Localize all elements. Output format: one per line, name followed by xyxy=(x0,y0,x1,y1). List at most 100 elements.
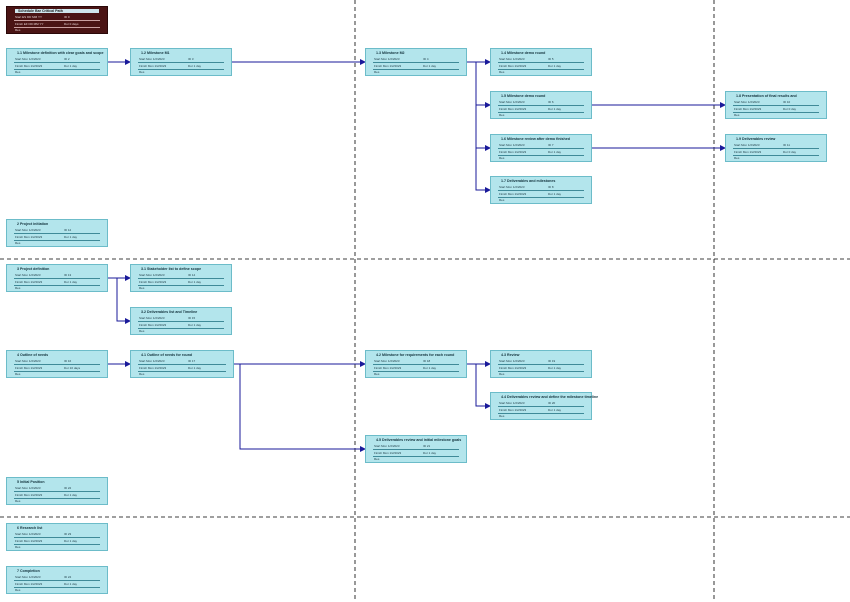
resource-label: Res xyxy=(15,70,21,74)
duration: Dur 1 day xyxy=(548,408,562,412)
node-title: 1.4 Milestone demo round xyxy=(501,51,546,55)
duration: Dur 0 days xyxy=(64,22,79,26)
duration: Dur 0 day xyxy=(783,150,797,154)
finish-date: Finish Mon 1/2/2023 xyxy=(499,192,527,196)
start-date: Start Mon 1/2/2023 xyxy=(499,185,525,189)
task-id: ID 17 xyxy=(188,359,196,363)
finish-date: Finish EF DD MM YY xyxy=(15,22,44,26)
task-node[interactable]: 4.5 Deliverables review and initial mile… xyxy=(365,435,467,463)
node-title: 3 Project definition xyxy=(17,267,50,271)
dependency-arrow xyxy=(467,61,491,193)
node-title: 6 Research list xyxy=(17,526,43,530)
node-title: 1.9 Deliverables review xyxy=(736,137,776,141)
dependency-arrow xyxy=(467,363,491,409)
node-title: 1.2 Milestone M1 xyxy=(141,51,170,55)
start-date: Start Mon 1/2/2023 xyxy=(15,228,41,232)
duration: Dur 0 day xyxy=(783,107,797,111)
task-node[interactable]: 1.6 Milestone review after demo finished… xyxy=(490,134,592,162)
resource-label: Res xyxy=(499,70,505,74)
task-id: ID 18 xyxy=(423,359,431,363)
task-id: ID 23 xyxy=(64,532,72,536)
task-id: ID 21 xyxy=(423,444,431,448)
finish-date: Finish Mon 1/2/2023 xyxy=(499,408,527,412)
task-id: ID 0 xyxy=(64,15,70,19)
finish-date: Finish Mon 1/2/2023 xyxy=(374,366,402,370)
resource-label: Res xyxy=(15,241,21,245)
node-title: 4.3 Review xyxy=(501,353,520,357)
finish-date: Finish Mon 1/2/2023 xyxy=(734,150,762,154)
start-date: Start Mon 1/2/2023 xyxy=(374,444,400,448)
duration: Dur 1 day xyxy=(64,280,78,284)
node-title: 4.4 Deliverables review and define the m… xyxy=(501,395,599,399)
start-date: Start Mon 1/2/2023 xyxy=(499,100,525,104)
duration: Dur 1 day xyxy=(423,451,437,455)
task-node[interactable]: 1.1 Milestone definition with clear goal… xyxy=(6,48,108,76)
node-row-finish: Finish Mon 1/2/2023 Dur 1 day xyxy=(373,450,459,457)
node-title: 4 Outline of needs xyxy=(17,353,49,357)
finish-date: Finish Mon 1/2/2023 xyxy=(374,451,402,455)
finish-date: Finish Mon 1/2/2023 xyxy=(499,64,527,68)
task-id: ID 12 xyxy=(64,228,72,232)
finish-date: Finish Mon 1/2/2023 xyxy=(499,150,527,154)
duration: Dur 1 day xyxy=(548,192,562,196)
task-id: ID 16 xyxy=(64,359,72,363)
resource-label: Res xyxy=(499,198,505,202)
duration: Dur 1 day xyxy=(548,366,562,370)
duration: Dur 1 day xyxy=(548,107,562,111)
duration: Dur 1 day xyxy=(548,64,562,68)
finish-date: Finish Mon 1/2/2023 xyxy=(15,280,43,284)
resource-label: Res xyxy=(734,113,740,117)
node-row-start: Start Mon 1/2/2023 ID 21 xyxy=(373,443,459,450)
resource-label: Res xyxy=(499,113,505,117)
task-node[interactable]: 4.2 Milestone for requirements for each … xyxy=(365,350,467,378)
start-date: Start Mon 1/2/2023 xyxy=(139,57,165,61)
finish-date: Finish Mon 1/2/2023 xyxy=(374,64,402,68)
node-title: Schedule Bar Critical Path xyxy=(15,9,99,13)
resource-label: Res xyxy=(139,70,145,74)
resource-label: Res xyxy=(15,372,21,376)
start-date: Start Mon 1/2/2023 xyxy=(734,143,760,147)
start-date: Start Mon 1/2/2023 xyxy=(499,57,525,61)
finish-date: Finish Mon 1/2/2023 xyxy=(15,539,43,543)
task-id: ID 19 xyxy=(548,359,556,363)
finish-date: Finish Mon 1/2/2023 xyxy=(139,64,167,68)
start-date: Start Mon 1/2/2023 xyxy=(15,57,41,61)
task-node[interactable]: 4.4 Deliverables review and define the m… xyxy=(490,392,599,420)
node-title: 1.6 Milestone review after demo finished xyxy=(501,137,570,141)
